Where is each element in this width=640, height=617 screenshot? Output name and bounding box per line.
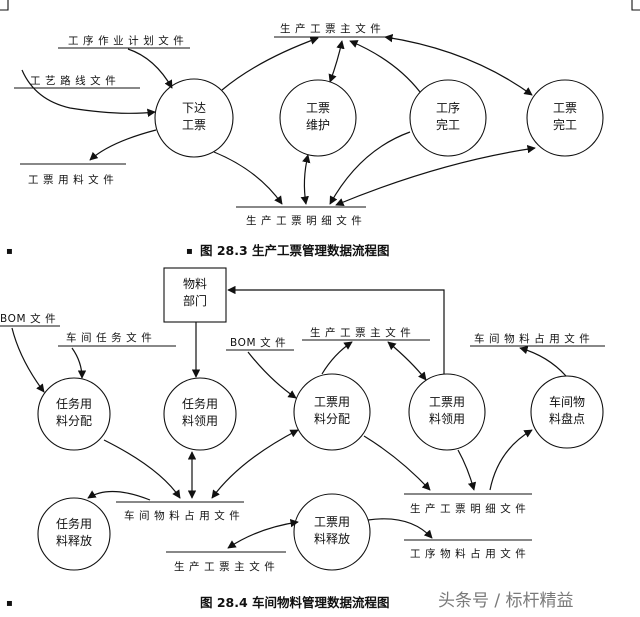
flow-inventory-to-shop-use — [519, 346, 567, 377]
store-bom2: BOM 文 件 — [230, 336, 286, 349]
process-issue-line1: 下达 — [182, 101, 206, 115]
process-inventory — [530, 375, 604, 449]
entity-material-dept — [163, 267, 227, 323]
flow-plan-to-issue — [127, 48, 173, 89]
process-task-pick-line1: 任务用 — [182, 396, 218, 411]
process-task-pick-line2: 料领用 — [182, 414, 218, 428]
watermark: 头条号 / 标杆精益 — [438, 591, 574, 611]
process-ticket-alloc — [293, 373, 371, 451]
flow-maintain-main — [328, 40, 345, 83]
process-step-done-line1: 工序 — [436, 100, 460, 115]
process-task-alloc — [37, 377, 111, 451]
flow-issue-to-detail — [213, 151, 283, 205]
flow-main-ticket-done — [384, 33, 533, 96]
process-maintain-line1: 工票 — [306, 101, 330, 115]
process-ticket-pick-line1: 工票用 — [429, 395, 465, 409]
process-issue-line2: 工票 — [182, 118, 206, 132]
flow-ticket-alloc-to-detail — [363, 435, 431, 491]
store-route: 工 艺 路 线 文 件 — [30, 74, 116, 87]
process-ticket-release-line1: 工票用 — [314, 515, 350, 529]
bullet-mark: ▪ — [6, 598, 13, 609]
flow-detail-to-inventory — [489, 429, 533, 491]
store-main-3: 生 产 工 票 主 文 件 — [174, 560, 275, 573]
flow-maintain-detail — [300, 154, 311, 205]
process-ticket-pick — [408, 373, 486, 451]
store-main-2: 生 产 工 票 主 文 件 — [310, 326, 411, 339]
flow-occupy-to-task-release — [87, 490, 151, 501]
process-task-alloc-line2: 料分配 — [56, 414, 92, 428]
corner-mark-right — [631, 0, 640, 11]
flow-ticket-alloc-to-main — [321, 341, 353, 375]
bullet-mark: ▪ — [186, 246, 193, 257]
caption-fig-28-3: 图 28.3 生产工票管理数据流程图 — [200, 243, 390, 258]
store-shop-use: 车 间 物 料 占 用 文 件 — [474, 332, 590, 345]
process-maintain-line2: 维护 — [306, 118, 330, 132]
bullet-mark: ▪ — [6, 246, 13, 257]
store-task: 车 间 任 务 文 件 — [66, 331, 152, 344]
caption-fig-28-4: 图 28.4 车间物料管理数据流程图 — [200, 595, 390, 610]
store-occupy: 车 间 物 料 占 用 文 件 — [124, 509, 240, 522]
process-step-done-line2: 完工 — [436, 117, 460, 132]
process-ticket-alloc-line1: 工票用 — [314, 395, 350, 409]
flow-ticket-alloc-occupy — [211, 429, 299, 499]
flow-ticket-release-main — [227, 518, 299, 549]
process-task-release-line2: 料释放 — [56, 533, 92, 548]
process-maintain-ticket — [279, 79, 357, 157]
store-proc-use: 工 序 物 料 占 用 文 件 — [410, 547, 526, 560]
process-ticket-done — [526, 79, 604, 157]
figure-28-3: 工 序 作 业 计 划 文 件 工 艺 路 线 文 件 生 产 工 票 主 文 … — [6, 22, 604, 258]
flow-route-to-issue — [21, 69, 156, 118]
flow-bom-to-task-alloc — [11, 327, 45, 393]
process-ticket-done-line1: 工票 — [553, 101, 577, 115]
flow-step-to-main — [349, 40, 421, 93]
process-ticket-done-line2: 完工 — [553, 117, 577, 132]
process-task-release — [37, 497, 111, 571]
flow-bom-to-ticket-alloc — [247, 351, 297, 399]
flow-issue-to-main — [221, 36, 319, 91]
flow-main-ticket-pick — [387, 341, 427, 381]
entity-line2: 部门 — [183, 293, 207, 308]
flow-ticket-release-to-proc-use — [367, 518, 433, 539]
process-inventory-line1: 车间物 — [549, 394, 585, 409]
store-plan: 工 序 作 业 计 划 文 件 — [68, 34, 184, 47]
flow-ticket-pick-to-dept — [227, 285, 445, 374]
process-ticket-pick-line2: 料领用 — [429, 412, 465, 426]
flow-ticket-pick-to-detail — [457, 449, 477, 491]
process-issue-ticket — [154, 78, 234, 158]
store-main: 生 产 工 票 主 文 件 — [280, 22, 381, 35]
store-usage: 工 票 用 料 文 件 — [28, 173, 114, 186]
process-ticket-release-line2: 料释放 — [314, 531, 350, 546]
figure-28-4: 物料 部门 BOM 文 件 车 间 任 务 文 件 BOM 文 件 生 产 工 … — [0, 267, 605, 610]
corner-mark-left — [0, 0, 9, 11]
process-inventory-line2: 料盘点 — [549, 411, 585, 426]
store-detail-2: 生 产 工 票 明 细 文 件 — [410, 502, 526, 515]
flow-detail-ticket-done — [335, 144, 536, 206]
process-task-alloc-line1: 任务用 — [56, 396, 92, 411]
flow-issue-to-usage — [89, 129, 157, 161]
flow-task-to-task-alloc — [71, 347, 87, 379]
process-ticket-alloc-line2: 料分配 — [314, 412, 350, 426]
flow-task-alloc-to-occupy — [103, 439, 181, 499]
store-detail: 生 产 工 票 明 细 文 件 — [246, 214, 362, 227]
entity-line1: 物料 — [183, 277, 207, 291]
process-task-release-line1: 任务用 — [56, 516, 92, 531]
store-bom1: BOM 文 件 — [0, 312, 56, 325]
